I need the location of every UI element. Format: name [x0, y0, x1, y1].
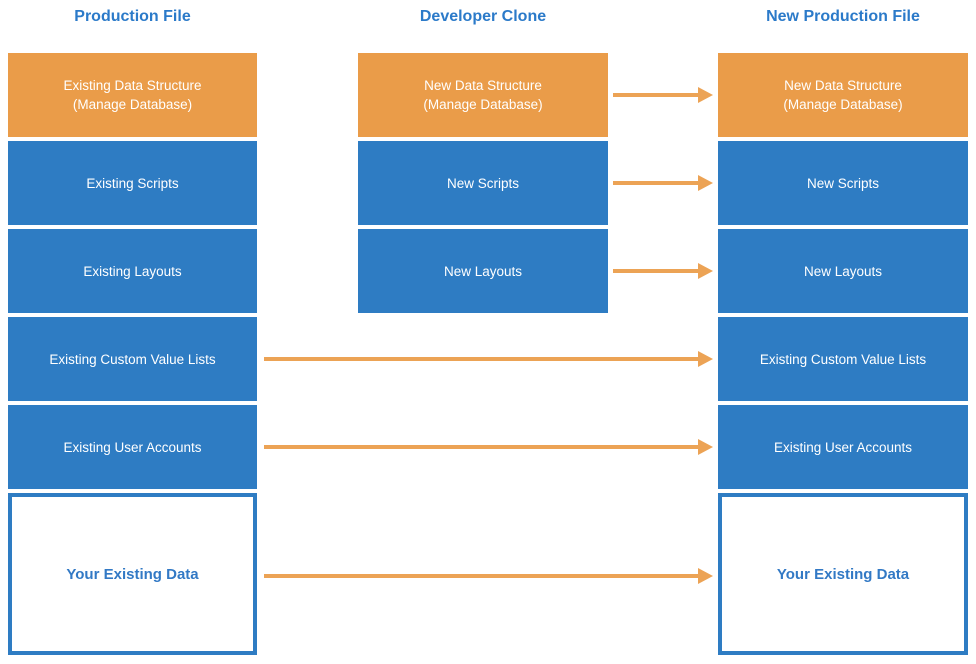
arrow-shaft — [264, 574, 700, 578]
column-header-developer-clone: Developer Clone — [419, 8, 547, 25]
arrow-user-accounts-icon — [264, 439, 713, 455]
arrow-shaft — [613, 93, 700, 97]
arrow-shaft — [613, 269, 700, 273]
box-newprod-your-existing-data: Your Existing Data — [718, 493, 968, 655]
arrow-new-layouts-icon — [613, 263, 713, 279]
box-newprod-new-layouts: New Layouts — [718, 229, 968, 313]
box-existing-custom-value-lists: Existing Custom Value Lists — [8, 317, 257, 401]
column-header-new-production-file: New Production File — [766, 8, 920, 25]
column-header-production-file: Production File — [74, 8, 191, 25]
box-newprod-new-data-structure: New Data Structure (Manage Database) — [718, 53, 968, 137]
arrow-custom-value-lists-icon — [264, 351, 713, 367]
arrow-shaft — [264, 445, 700, 449]
arrow-head-icon — [698, 263, 713, 279]
arrow-head-icon — [698, 439, 713, 455]
box-newprod-user-accounts: Existing User Accounts — [718, 405, 968, 489]
arrow-new-scripts-icon — [613, 175, 713, 191]
box-clone-new-layouts: New Layouts — [358, 229, 608, 313]
arrow-shaft — [613, 181, 700, 185]
box-existing-data-structure: Existing Data Structure (Manage Database… — [8, 53, 257, 137]
arrow-head-icon — [698, 351, 713, 367]
box-clone-new-data-structure: New Data Structure (Manage Database) — [358, 53, 608, 137]
arrow-shaft — [264, 357, 700, 361]
box-newprod-new-scripts: New Scripts — [718, 141, 968, 225]
arrow-head-icon — [698, 87, 713, 103]
arrow-new-data-structure-icon — [613, 87, 713, 103]
arrow-your-existing-data-icon — [264, 568, 713, 584]
box-clone-new-scripts: New Scripts — [358, 141, 608, 225]
arrow-head-icon — [698, 175, 713, 191]
box-existing-scripts: Existing Scripts — [8, 141, 257, 225]
box-existing-layouts: Existing Layouts — [8, 229, 257, 313]
arrow-head-icon — [698, 568, 713, 584]
box-newprod-custom-value-lists: Existing Custom Value Lists — [718, 317, 968, 401]
box-existing-user-accounts: Existing User Accounts — [8, 405, 257, 489]
box-your-existing-data: Your Existing Data — [8, 493, 257, 655]
